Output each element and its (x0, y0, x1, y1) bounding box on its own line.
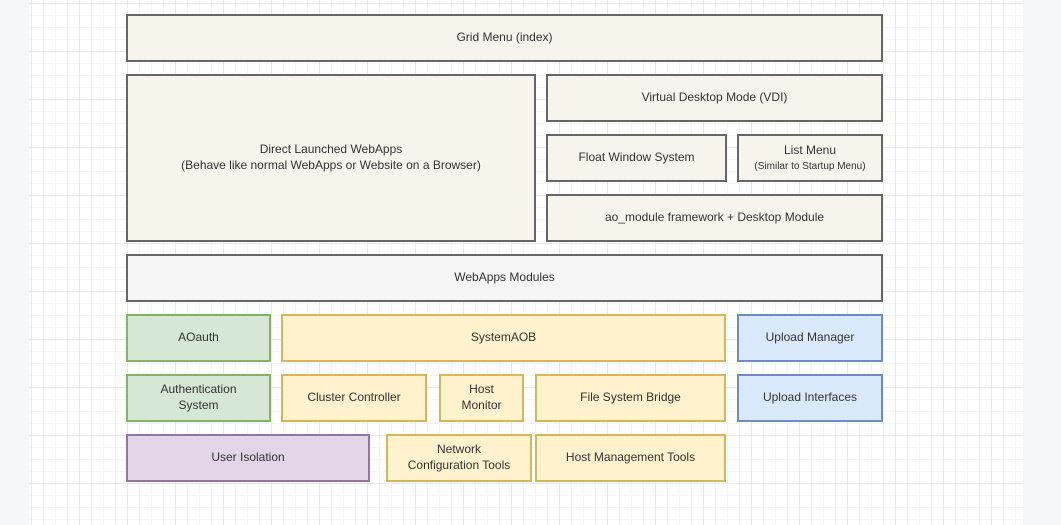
node-host-monitor: Host Monitor (439, 374, 524, 422)
node-label: ao_module framework + Desktop Module (605, 210, 824, 226)
node-float-window-system: Float Window System (546, 134, 727, 182)
node-host-management-tools: Host Management Tools (535, 434, 726, 482)
node-list-menu: List Menu (Similar to Startup Menu) (737, 134, 883, 182)
node-label: Grid Menu (index) (456, 30, 552, 46)
node-label: Upload Manager (766, 330, 855, 346)
node-label: File System Bridge (580, 390, 681, 406)
node-upload-interfaces: Upload Interfaces (737, 374, 883, 422)
node-upload-manager: Upload Manager (737, 314, 883, 362)
node-webapps-modules: WebApps Modules (126, 254, 883, 302)
node-network-configuration-tools: Network Configuration Tools (386, 434, 532, 482)
node-label: Host Management Tools (566, 450, 695, 466)
node-label: AOauth (178, 330, 219, 346)
node-grid-menu: Grid Menu (index) (126, 14, 883, 62)
node-file-system-bridge: File System Bridge (535, 374, 726, 422)
node-label: Host Monitor (461, 382, 501, 413)
node-cluster-controller: Cluster Controller (281, 374, 427, 422)
node-user-isolation: User Isolation (126, 434, 370, 482)
node-aoauth: AOauth (126, 314, 271, 362)
node-label: Direct Launched WebApps (Behave like nor… (181, 142, 481, 173)
node-label: List Menu (784, 143, 836, 159)
node-system-aob: SystemAOB (281, 314, 726, 362)
node-virtual-desktop-mode: Virtual Desktop Mode (VDI) (546, 74, 883, 122)
node-label: Cluster Controller (307, 390, 400, 406)
node-label: WebApps Modules (454, 270, 555, 286)
node-label: Float Window System (578, 150, 694, 166)
node-direct-launched-webapps: Direct Launched WebApps (Behave like nor… (126, 74, 536, 242)
node-sublabel: (Similar to Startup Menu) (754, 160, 865, 173)
node-label: User Isolation (211, 450, 284, 466)
node-authentication-system: Authentication System (126, 374, 271, 422)
node-label: Authentication System (160, 382, 236, 413)
node-label: Network Configuration Tools (408, 442, 511, 473)
node-label: Virtual Desktop Mode (VDI) (642, 90, 788, 106)
node-label: SystemAOB (471, 330, 536, 346)
node-label: Upload Interfaces (763, 390, 857, 406)
node-ao-module-framework: ao_module framework + Desktop Module (546, 194, 883, 242)
